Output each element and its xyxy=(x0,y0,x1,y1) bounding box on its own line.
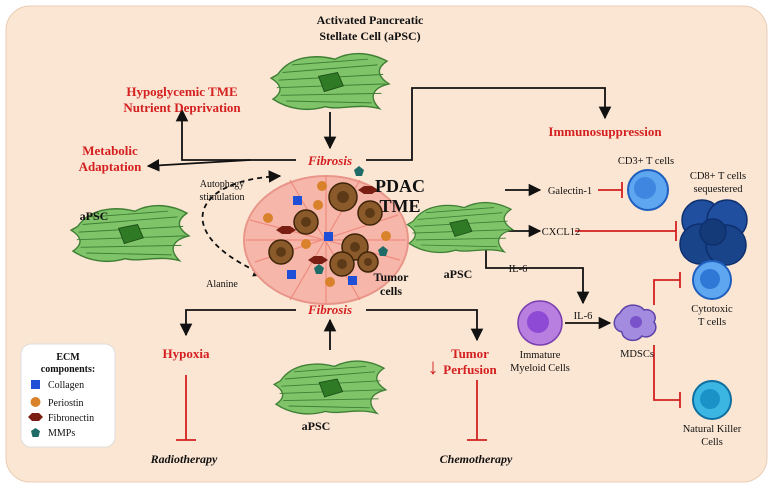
legend-mmps-label: MMPs xyxy=(48,428,75,439)
cxcl12-label: CXCL12 xyxy=(542,227,581,238)
periostin-legend-icon xyxy=(30,397,41,407)
perfusion-label-line1: Tumor xyxy=(451,346,489,361)
chemotherapy-label: Chemotherapy xyxy=(440,452,513,466)
immunosuppression-label: Immunosuppression xyxy=(548,124,662,139)
autophagy-label-line1: Autophagy xyxy=(200,179,244,190)
legend-periostin-label: Periostin xyxy=(48,398,84,409)
pdac-tme-mass xyxy=(243,166,409,305)
cd8-label-line2: sequestered xyxy=(694,184,744,195)
pdac-label-line1: PDAC xyxy=(375,176,425,196)
metabolic-label-line1: Metabolic xyxy=(82,143,138,158)
autophagy-label-line2: stimulation xyxy=(200,192,245,203)
top-cell-label-line1: Activated Pancreatic xyxy=(317,13,424,27)
cytotoxic-label-line1: Cytotoxic xyxy=(691,304,733,315)
hypoglycemic-label-line1: Hypoglycemic TME xyxy=(126,84,237,99)
mdsc-label: MDSCs xyxy=(620,349,654,360)
il6-bottom-label: IL-6 xyxy=(574,311,593,322)
galectin-label: Galectin-1 xyxy=(548,186,592,197)
radiotherapy-label: Radiotherapy xyxy=(150,452,218,466)
nk-cell-icon xyxy=(692,380,732,420)
il6-top-label: IL-6 xyxy=(509,264,528,275)
inhibition-lines xyxy=(176,182,681,441)
cd8-t-cell-cluster-icon xyxy=(679,199,748,266)
perfusion-label-line2: Perfusion xyxy=(443,362,497,377)
apsc-right-label: aPSC xyxy=(444,267,473,281)
tumor-cells-label-line2: cells xyxy=(380,284,402,298)
mmp-legend-icon xyxy=(31,428,40,437)
cytotoxic-label-line2: T cells xyxy=(698,317,726,328)
nk-label-line2: Cells xyxy=(701,437,723,448)
legend-title-line2: components: xyxy=(41,364,95,375)
pdac-label-line2: TME xyxy=(379,196,420,216)
cd8-label-line1: CD8+ T cells xyxy=(690,171,746,182)
hypoglycemic-label-line2: Nutrient Deprivation xyxy=(123,100,241,115)
legend-fibronectin-label: Fibronectin xyxy=(48,413,94,424)
apsc-bottom-label: aPSC xyxy=(302,419,331,433)
tumor-cells-label-line1: Tumor xyxy=(374,270,410,284)
collagen-legend-icon xyxy=(31,380,40,389)
connector-lines xyxy=(146,87,612,350)
immature-label-line2: Myeloid Cells xyxy=(510,363,570,374)
cd3-t-cell-icon xyxy=(627,169,669,211)
fibronectin-legend-icon xyxy=(28,413,43,421)
fibrosis-top-label: Fibrosis xyxy=(307,153,352,168)
ecm-legend: ECM components: Collagen Periostin Fibro… xyxy=(20,343,116,448)
legend-collagen-label: Collagen xyxy=(48,380,84,391)
apsc-left-label: aPSC xyxy=(80,209,109,223)
perfusion-arrow: ↓ xyxy=(428,354,439,379)
top-cell-label-line2: Stellate Cell (aPSC) xyxy=(319,29,420,43)
myeloid-cell-icon xyxy=(517,300,563,346)
alanine-label: Alanine xyxy=(206,279,238,290)
cytotoxic-t-cell-icon xyxy=(692,260,732,300)
immature-label-line1: Immature xyxy=(520,350,561,361)
fibrosis-bottom-label: Fibrosis xyxy=(307,302,352,317)
hypoxia-label: Hypoxia xyxy=(163,346,210,361)
nk-label-line1: Natural Killer xyxy=(683,424,742,435)
mdsc-icon xyxy=(613,304,657,342)
metabolic-label-line2: Adaptation xyxy=(79,159,143,174)
legend-title-line1: ECM xyxy=(56,352,80,363)
cd3-label: CD3+ T cells xyxy=(618,156,674,167)
